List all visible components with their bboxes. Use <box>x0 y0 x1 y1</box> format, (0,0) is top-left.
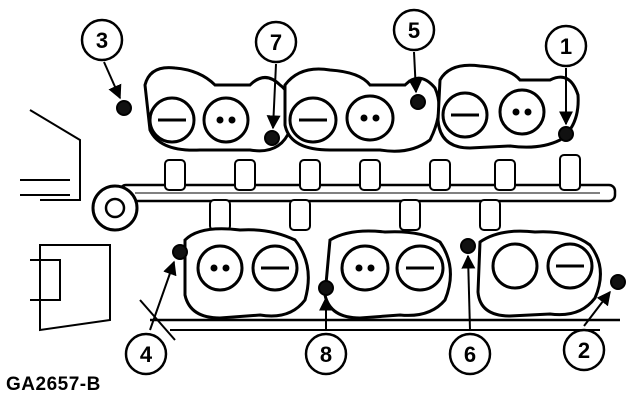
bolt-3 <box>116 100 132 116</box>
callout-leaders <box>103 51 611 331</box>
svg-text:8: 8 <box>320 342 332 367</box>
bolt-6 <box>460 238 476 254</box>
bolt-8 <box>318 280 334 296</box>
bolt-4 <box>172 244 188 260</box>
upper-port-details <box>158 113 479 122</box>
callout-2: 2 <box>562 328 606 372</box>
svg-text:2: 2 <box>578 338 590 363</box>
callout-1: 1 <box>544 24 588 68</box>
callout-7: 7 <box>254 20 298 64</box>
bolt-5 <box>410 94 426 110</box>
callout-3: 3 <box>80 18 124 62</box>
callout-5: 5 <box>392 8 436 52</box>
upper-intake-ports <box>143 63 580 153</box>
fuel-rail <box>91 183 617 232</box>
engine-block-outline <box>20 109 620 341</box>
bolt-2 <box>610 274 626 290</box>
figure-code: GA2657-B <box>6 374 101 395</box>
svg-text:4: 4 <box>140 342 153 367</box>
bolts <box>116 94 626 296</box>
bolt-1 <box>558 126 574 142</box>
svg-text:3: 3 <box>96 28 108 53</box>
callout-8: 8 <box>304 332 348 376</box>
svg-text:6: 6 <box>464 342 476 367</box>
bolt-7 <box>264 130 280 146</box>
callout-6: 6 <box>448 332 492 376</box>
lower-intake-ports <box>183 227 602 320</box>
lower-port-details <box>261 264 584 270</box>
callout-4: 4 <box>124 332 168 376</box>
svg-text:7: 7 <box>270 30 282 55</box>
callouts: 1 2 3 4 5 6 7 8 <box>80 8 606 376</box>
svg-text:1: 1 <box>560 34 572 59</box>
svg-text:5: 5 <box>408 18 420 43</box>
